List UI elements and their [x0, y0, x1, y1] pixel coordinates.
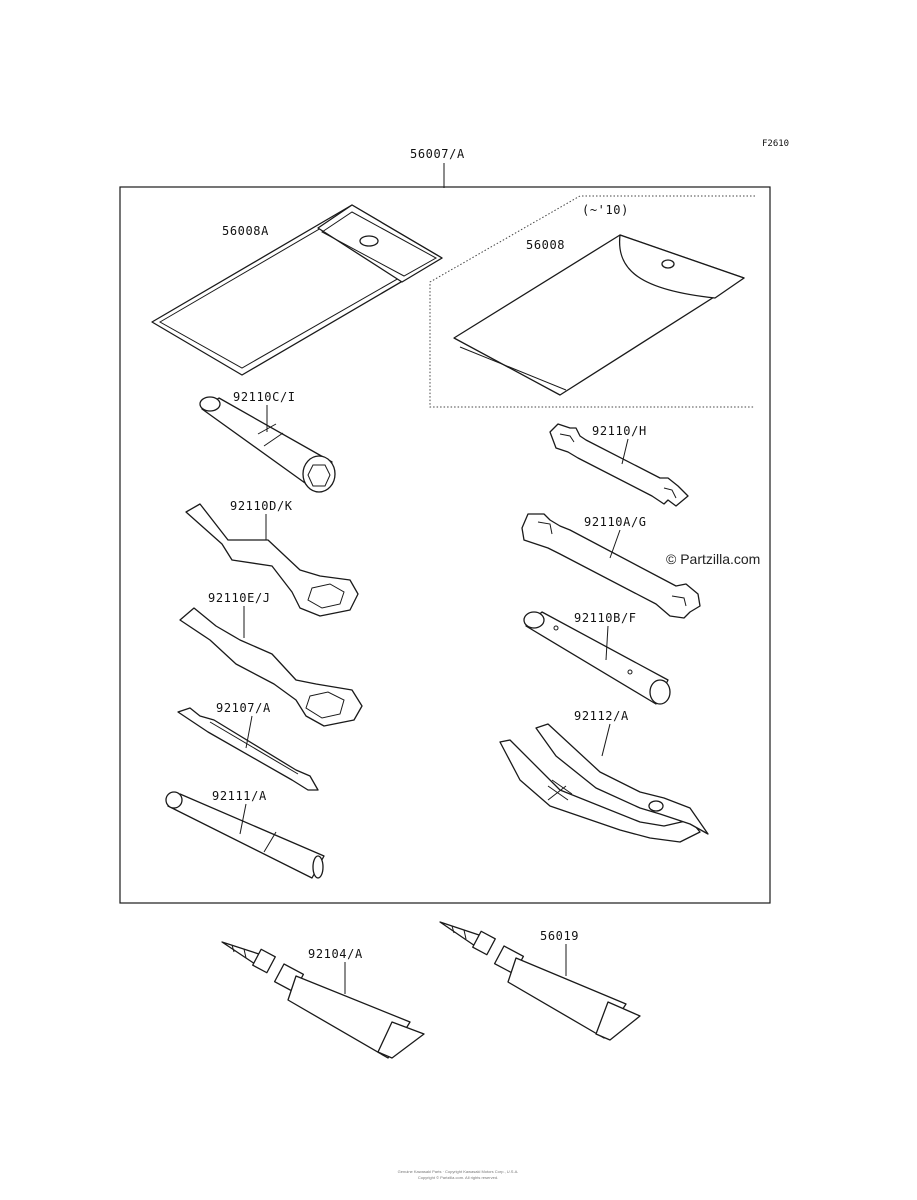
- screwdriver-drawing: [177, 707, 319, 791]
- variant-region: (~'10): [429, 195, 755, 408]
- assembly-frame: [119, 186, 771, 904]
- watermark: © Partzilla.com: [666, 551, 760, 567]
- label-56019: 56019: [540, 929, 579, 943]
- label-92110A-G: 92110A/G: [584, 515, 647, 529]
- assembly-label: 56007/A: [410, 147, 465, 161]
- tool-bag-b-drawing: [453, 234, 745, 396]
- ring-wrench-d-drawing: [185, 503, 359, 617]
- handle-drawing: [165, 791, 325, 879]
- label-92110E-J: 92110E/J: [208, 591, 271, 605]
- label-92110C-I: 92110C/I: [233, 390, 296, 404]
- figure-code: F2610: [762, 139, 789, 149]
- label-92104-A: 92104/A: [308, 947, 363, 961]
- label-92111-A: 92111/A: [212, 789, 267, 803]
- tool-bag-a-drawing: [151, 204, 443, 376]
- label-92107-A: 92107/A: [216, 701, 271, 715]
- ring-wrench-e-drawing: [179, 607, 363, 727]
- label-92110D-K: 92110D/K: [230, 499, 293, 513]
- box-wrench-c-drawing: [199, 396, 336, 493]
- box-wrench-b-drawing: [523, 611, 671, 705]
- footer-line-2: Copyright © Partzilla.com. All rights re…: [418, 1175, 498, 1180]
- pliers-drawing: [499, 723, 709, 843]
- grease-tube-2-drawing: [439, 921, 641, 1041]
- label-92110-H: 92110/H: [592, 424, 647, 438]
- label-92112-A: 92112/A: [574, 709, 629, 723]
- grease-tube-1-drawing: [221, 941, 425, 1059]
- spanner-h-drawing: [549, 423, 689, 507]
- label-92110B-F: 92110B/F: [574, 611, 637, 625]
- spanner-a-drawing: [521, 513, 701, 619]
- footer-line-1: Genuine Kawasaki Parts · Copyright Kawas…: [398, 1169, 519, 1174]
- label-56008A: 56008A: [222, 224, 269, 238]
- variant-note: (~'10): [582, 203, 629, 217]
- label-56008: 56008: [526, 238, 565, 252]
